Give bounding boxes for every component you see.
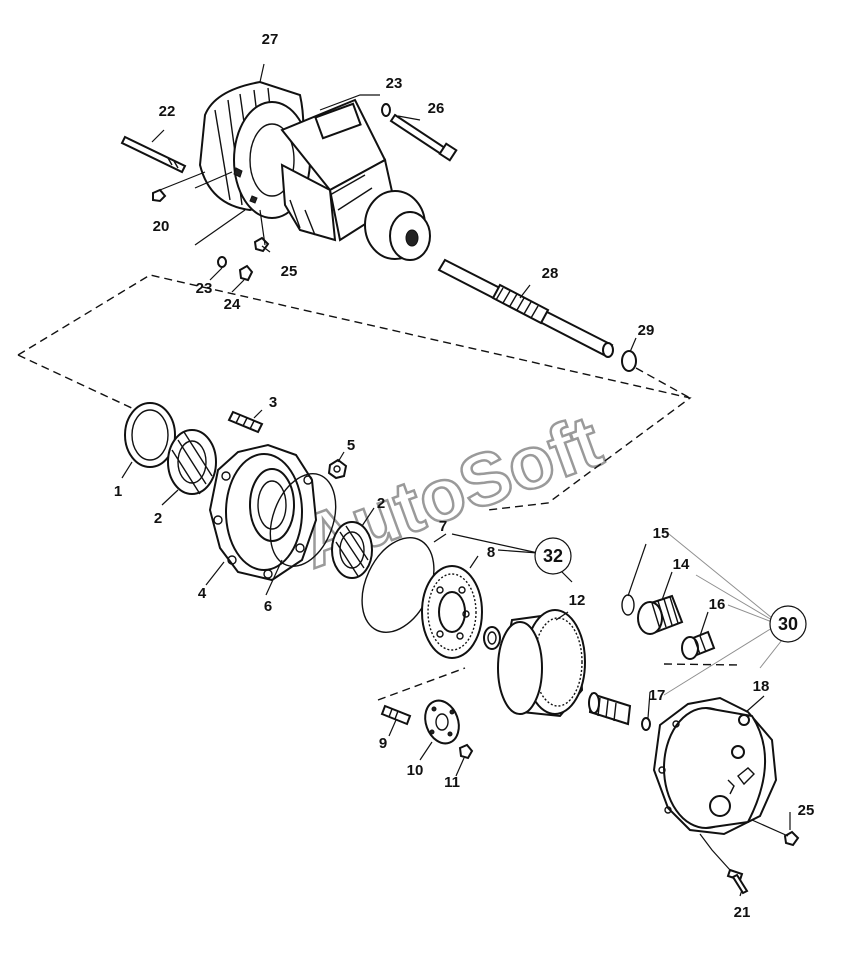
label-18: 18 bbox=[753, 678, 770, 695]
callout-30: 30 bbox=[769, 605, 807, 643]
seal-1 bbox=[124, 402, 176, 468]
nut-25-bottom bbox=[783, 830, 800, 847]
label-26: 26 bbox=[428, 100, 445, 117]
bearing-2-left bbox=[167, 429, 217, 495]
label-24: 24 bbox=[224, 296, 241, 313]
label-4: 4 bbox=[198, 585, 207, 602]
assembly-boundary-dashed-left bbox=[17, 354, 137, 411]
label-8: 8 bbox=[487, 544, 495, 561]
axle-shaft-28 bbox=[437, 258, 614, 358]
label-1: 1 bbox=[114, 483, 122, 500]
planet-gear-14 bbox=[637, 594, 684, 635]
ring-gear-12 bbox=[497, 609, 586, 718]
snap-ring-15 bbox=[621, 594, 635, 616]
needle-bearing-16 bbox=[681, 630, 716, 660]
spacer-ring bbox=[483, 626, 501, 650]
label-12: 12 bbox=[569, 592, 586, 609]
label-25-top: 25 bbox=[281, 263, 298, 280]
nut-24 bbox=[238, 264, 254, 282]
label-25-bottom: 25 bbox=[798, 802, 815, 819]
leader-lines bbox=[121, 63, 791, 897]
o-ring-6 bbox=[269, 473, 337, 567]
part-labels: 27 23 26 22 20 25 23 24 28 29 3 5 1 2 2 … bbox=[114, 31, 815, 921]
label-16: 16 bbox=[709, 596, 726, 613]
label-28: 28 bbox=[542, 265, 559, 282]
label-11: 11 bbox=[444, 774, 460, 791]
label-29: 29 bbox=[638, 322, 655, 339]
label-17: 17 bbox=[649, 687, 666, 704]
label-7: 7 bbox=[439, 518, 447, 535]
label-21: 21 bbox=[734, 904, 751, 921]
washer-23 bbox=[217, 256, 227, 268]
dashed-link-9-11 bbox=[377, 667, 466, 701]
label-6: 6 bbox=[264, 598, 272, 615]
bearing-2-right bbox=[331, 521, 373, 579]
nut-5 bbox=[327, 458, 348, 480]
gear-carrier-8 bbox=[421, 565, 483, 659]
label-20: 20 bbox=[153, 218, 170, 235]
nut-11 bbox=[458, 743, 474, 760]
callout-32: 32 bbox=[534, 537, 572, 575]
svg-text:32: 32 bbox=[543, 546, 563, 566]
washer-17 bbox=[641, 717, 651, 731]
label-23-bottom: 23 bbox=[196, 280, 213, 297]
bolt-26 bbox=[381, 103, 458, 162]
axle-housing bbox=[198, 80, 431, 261]
stud-3 bbox=[227, 410, 264, 434]
svg-text:30: 30 bbox=[778, 614, 798, 634]
label-22: 22 bbox=[159, 103, 176, 120]
assembly-boundary-dashed bbox=[17, 274, 692, 511]
label-10: 10 bbox=[407, 762, 424, 779]
screw-21 bbox=[726, 868, 749, 895]
label-9: 9 bbox=[379, 735, 387, 752]
retaining-plate-10 bbox=[424, 699, 460, 745]
label-2-left: 2 bbox=[154, 510, 162, 527]
label-15: 15 bbox=[653, 525, 670, 542]
dashed-link-29 bbox=[635, 367, 691, 399]
label-27: 27 bbox=[262, 31, 279, 48]
dashed-link-17-18 bbox=[663, 663, 739, 666]
stud-22 bbox=[120, 135, 187, 174]
nut-20 bbox=[152, 188, 167, 203]
wheel-hub-4 bbox=[208, 443, 318, 582]
label-14: 14 bbox=[673, 556, 690, 573]
label-23-top: 23 bbox=[386, 75, 403, 92]
planet-carrier-18 bbox=[652, 696, 778, 836]
callout-30-leaders bbox=[663, 529, 783, 696]
label-3: 3 bbox=[269, 394, 277, 411]
snap-ring-29 bbox=[621, 350, 637, 372]
label-5: 5 bbox=[347, 437, 355, 454]
stud-9 bbox=[380, 704, 412, 726]
label-2-right: 2 bbox=[377, 495, 385, 512]
sun-gear-shaft bbox=[588, 692, 632, 726]
